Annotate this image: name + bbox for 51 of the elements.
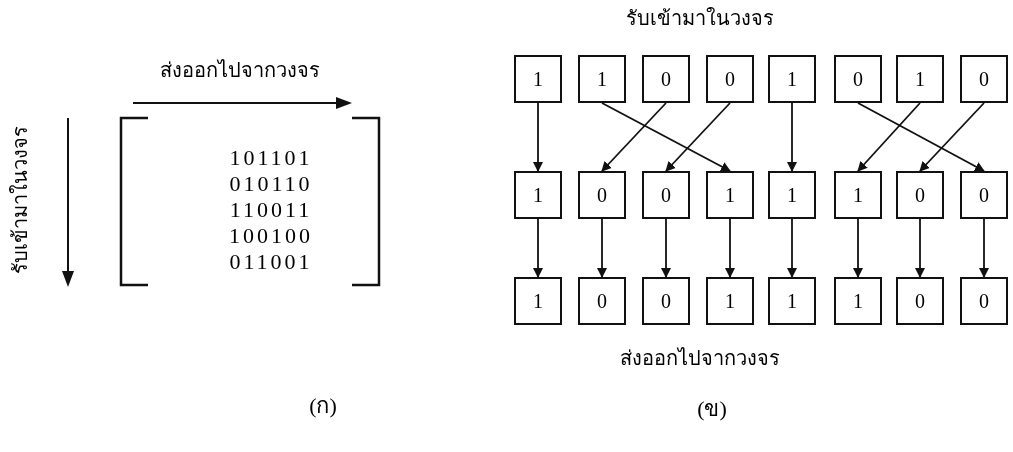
bit-box: 1	[768, 55, 816, 103]
text-label: 101101	[229, 145, 313, 171]
arrow	[601, 102, 731, 172]
arrow	[787, 102, 797, 172]
text-label: (ข)	[697, 394, 727, 423]
bit-box: 1	[768, 277, 816, 325]
bit-box: 1	[834, 171, 882, 219]
arrow	[915, 218, 925, 278]
arrow	[853, 218, 863, 278]
arrow	[601, 102, 667, 172]
bit-box: 1	[514, 171, 562, 219]
text-label: ส่งออกไปจากวงจร	[160, 58, 320, 83]
bit-box: 0	[578, 171, 626, 219]
bit-box: 1	[768, 171, 816, 219]
bit-box: 1	[834, 277, 882, 325]
bit-box: 1	[706, 277, 754, 325]
arrow	[857, 102, 921, 172]
bit-box: 0	[960, 171, 1008, 219]
arrow	[787, 218, 797, 278]
bit-box: 0	[896, 171, 944, 219]
bit-box: 1	[578, 55, 626, 103]
text-label: 100100	[229, 223, 313, 249]
bit-box: 0	[706, 55, 754, 103]
text-label: รับเข้ามาในวงจร	[626, 6, 774, 31]
arrow	[533, 218, 543, 278]
text-label: 110011	[229, 197, 313, 223]
arrow	[857, 102, 985, 172]
arrow	[597, 218, 607, 278]
text-label: ส่งออกไปจากวงจร	[620, 346, 780, 371]
bit-box: 0	[578, 277, 626, 325]
text-label: รับเข้ามาในวงจร	[8, 126, 32, 274]
arrow	[979, 218, 989, 278]
bit-box: 0	[960, 277, 1008, 325]
arrow	[661, 218, 671, 278]
text-label: 010110	[229, 171, 313, 197]
bit-box: 1	[514, 55, 562, 103]
text-label: (ก)	[309, 391, 337, 420]
bit-box: 1	[896, 55, 944, 103]
bit-box: 0	[834, 55, 882, 103]
arrow	[533, 102, 543, 172]
arrow	[725, 218, 735, 278]
bit-box: 1	[514, 277, 562, 325]
text-label: 011001	[229, 249, 313, 275]
bit-box: 0	[642, 55, 690, 103]
bit-box: 0	[960, 55, 1008, 103]
bit-box: 1	[706, 171, 754, 219]
bit-box: 0	[642, 171, 690, 219]
bit-box: 0	[642, 277, 690, 325]
arrow	[665, 102, 731, 172]
bit-box: 0	[896, 277, 944, 325]
arrow	[919, 102, 985, 172]
